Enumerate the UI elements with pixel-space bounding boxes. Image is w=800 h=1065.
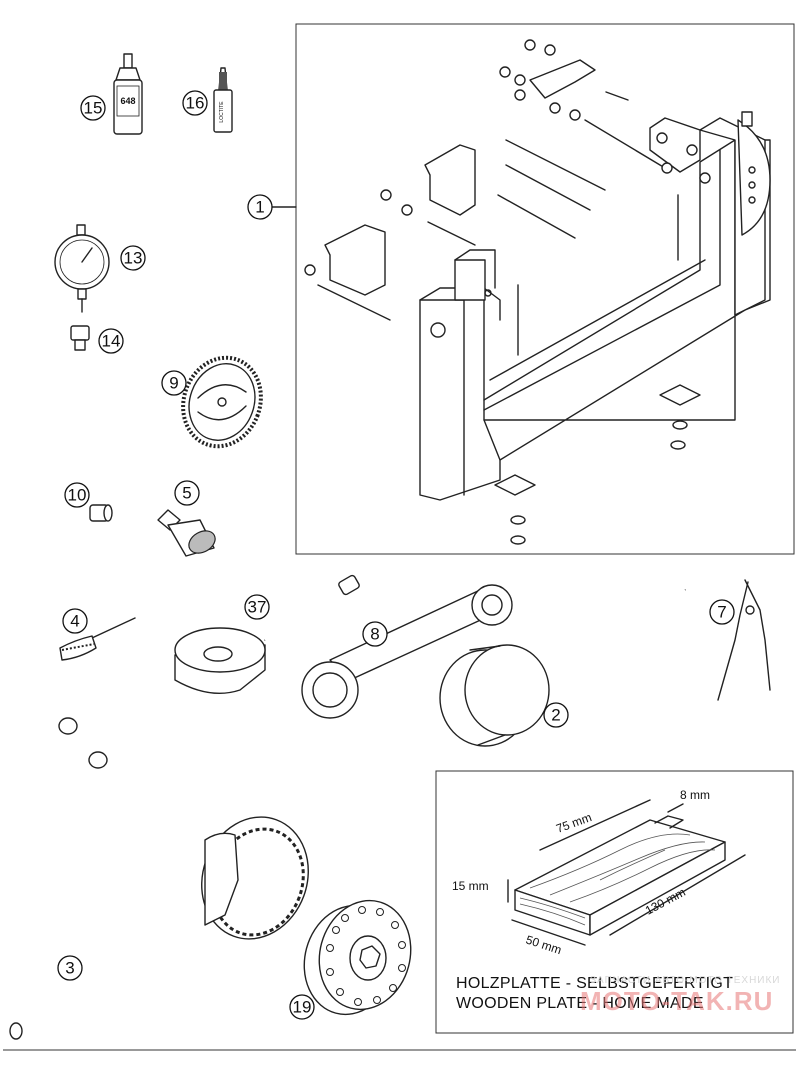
callout-4: 4 (62, 608, 88, 634)
note-line-de: HOLZPLATTE - SELBSTGEFERTIGT (456, 975, 733, 992)
svg-text:10: 10 (68, 486, 87, 505)
svg-text:16: 16 (186, 94, 205, 113)
svg-text:14: 14 (102, 332, 121, 351)
callout-3: 3 (57, 955, 83, 981)
svg-text:7: 7 (717, 603, 726, 622)
svg-text:1: 1 (255, 198, 264, 217)
loctite-bottle-icon: 648 (113, 53, 143, 135)
callout-9: 9 (161, 370, 187, 396)
tube-label: LOCTITE (219, 101, 225, 123)
engine-stand-icon (304, 39, 771, 545)
dim-height: 15 mm (452, 879, 489, 893)
circlip-pliers-icon (717, 579, 771, 701)
callout-5: 5 (174, 480, 200, 506)
svg-text:15: 15 (84, 99, 103, 118)
spanner-wrench-icon (301, 584, 513, 719)
callout-8: 8 (362, 621, 388, 647)
watermark-small: ЗАПЧАСТИ АВТО-МОТО ТЕХНИКИ (590, 975, 781, 986)
svg-text:9: 9 (169, 374, 178, 393)
piston-pin-tool-icon (59, 617, 136, 661)
callout-1: 1 (247, 194, 273, 220)
engine-stand-frame (295, 23, 795, 555)
flywheel-holder-icon (58, 574, 360, 769)
callout-14: 14 (98, 328, 124, 354)
clutch-holder-icon (439, 586, 688, 747)
bottle-label: 648 (120, 96, 135, 106)
strap-wrench-icon (9, 816, 309, 1040)
note-line-en: WOODEN PLATE - HOME MADE (456, 995, 704, 1012)
callout-10: 10 (64, 482, 90, 508)
callout-2: 2 (543, 702, 569, 728)
dial-gauge-icon (54, 224, 110, 313)
callout-7: 7 (709, 599, 735, 625)
svg-text:19: 19 (293, 998, 312, 1017)
svg-text:37: 37 (248, 598, 267, 617)
svg-text:2: 2 (551, 706, 560, 725)
degree-wheel-icon (181, 355, 263, 449)
callout-15: 15 (80, 95, 106, 121)
bushing-icon (89, 504, 113, 522)
callout-16: 16 (182, 90, 208, 116)
dim-thickness: 8 mm (680, 788, 710, 802)
svg-text:3: 3 (65, 959, 74, 978)
sealant-tube-icon: LOCTITE (213, 67, 233, 133)
wooden-plate-icon (507, 799, 746, 946)
callout-13: 13 (120, 245, 146, 271)
svg-text:8: 8 (370, 625, 379, 644)
gauge-adapter-icon (70, 325, 90, 351)
callout-19: 19 (289, 994, 315, 1020)
svg-text:13: 13 (124, 249, 143, 268)
watermark-big: MOTO-TAK.RU (580, 986, 773, 1016)
svg-text:5: 5 (182, 484, 191, 503)
wooden-plate-frame (435, 770, 794, 1034)
puller-icon (157, 509, 216, 557)
svg-text:4: 4 (70, 612, 79, 631)
dim-length-top: 75 mm (554, 810, 593, 836)
rotor-puller-icon (303, 899, 412, 1016)
callout-37: 37 (244, 594, 270, 620)
